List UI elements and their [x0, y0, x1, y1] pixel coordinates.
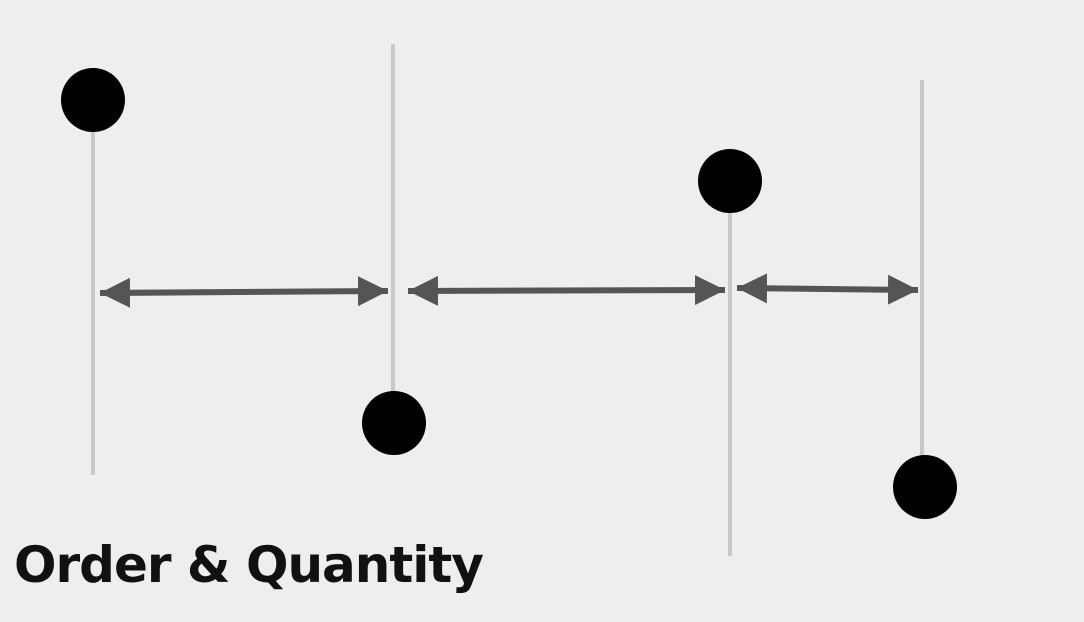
interval-arrow-2 [407, 275, 726, 306]
dot-4 [893, 455, 957, 519]
diagram-caption: Order & Quantity [14, 536, 484, 594]
dot-2 [362, 391, 426, 455]
interval-arrow-3 [736, 273, 919, 305]
dot-1 [61, 68, 125, 132]
interval-arrow-1 [99, 276, 389, 308]
dot-3 [698, 149, 762, 213]
